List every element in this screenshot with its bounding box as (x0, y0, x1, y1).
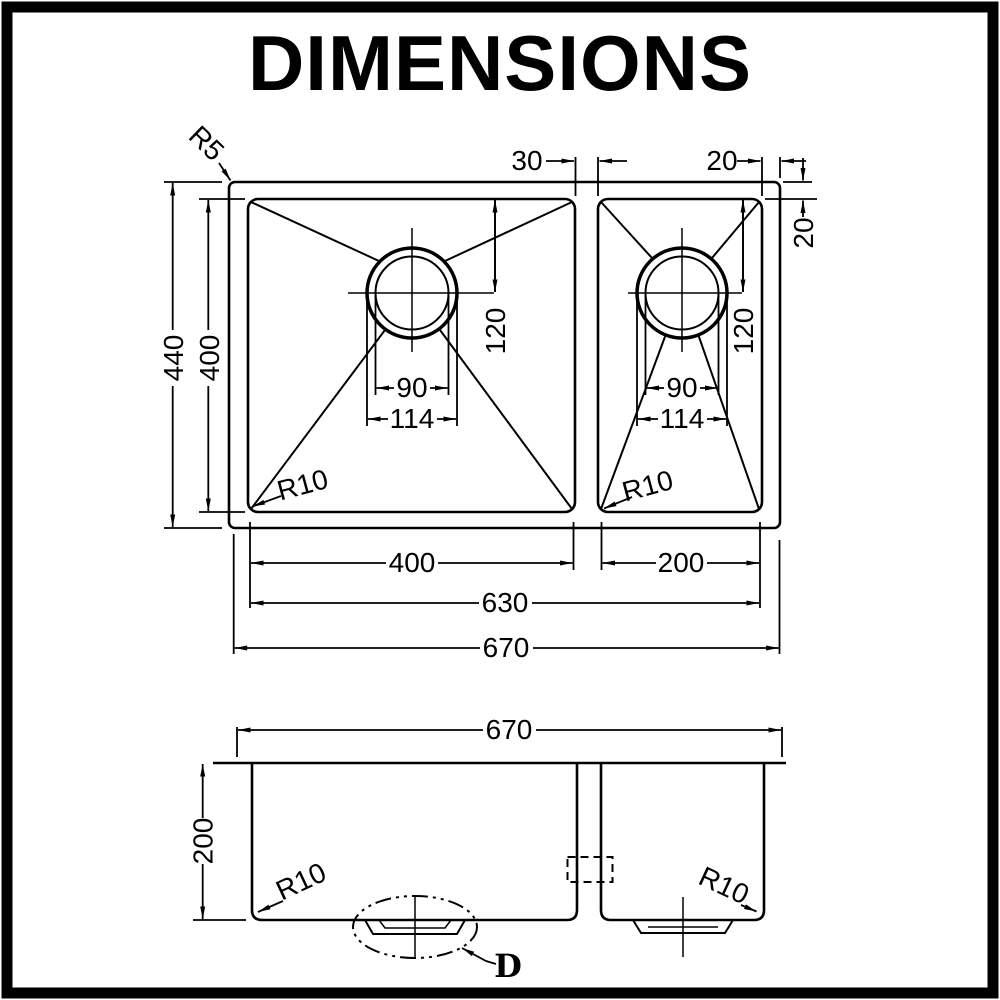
left-bowl-slope-lines (250, 201, 573, 510)
divider-hidden-detail (566, 856, 614, 883)
radius-label-r10-front-right: R10 (694, 860, 754, 910)
dim-right-drain-inner: 90 (644, 295, 720, 403)
detail-label-d: D (494, 947, 522, 985)
right-bowl (596, 197, 764, 514)
dim-overall-depth: 440 (158, 181, 222, 529)
slope-line (444, 201, 573, 262)
sink-outer-rim (227, 180, 782, 530)
right-bowl-slope-lines (600, 201, 760, 510)
radius-callout-r10-front-left: R10 (257, 856, 331, 913)
leader-line (740, 904, 757, 913)
detail-boundary-ellipse (352, 895, 478, 959)
detail-callout-d: D (461, 947, 522, 985)
dim-label-400-depth: 400 (194, 335, 225, 382)
front-view: 670 200 R10 R10 D (188, 714, 786, 985)
dim-label-114-right: 114 (660, 403, 705, 434)
radius-label-r10-right: R10 (619, 464, 677, 507)
dim-front-depth: 200 (188, 764, 246, 921)
leader-line (252, 495, 282, 508)
front-right-drain (632, 897, 734, 957)
dim-right-rim: 20 (706, 145, 806, 196)
slope-line (600, 201, 653, 259)
right-drain (628, 228, 742, 352)
dim-label-120-left: 120 (480, 308, 511, 355)
leader-line (461, 947, 497, 965)
dim-left-drain-outer: 114 (366, 295, 458, 434)
dim-label-90-right: 90 (666, 372, 697, 403)
slope-line (250, 201, 380, 262)
top-view: 440 400 30 20 (158, 120, 819, 663)
slope-line (697, 333, 760, 510)
dim-label-120-right: 120 (728, 308, 759, 355)
left-drain (348, 228, 494, 352)
dim-label-20-top: 20 (706, 145, 737, 176)
dim-label-200-depth: 200 (188, 818, 219, 865)
dim-bowl-depth: 400 (194, 198, 245, 513)
dim-label-400-width: 400 (389, 547, 436, 578)
leader-line (218, 162, 232, 181)
dim-label-20-right: 20 (788, 217, 819, 248)
left-bowl (246, 197, 577, 514)
dim-label-440: 440 (158, 335, 189, 382)
radius-callout-r10-left-bowl: R10 (252, 463, 332, 508)
slope-line (600, 333, 667, 510)
dim-label-114-left: 114 (390, 403, 435, 434)
radius-callout-r5: R5 (183, 120, 232, 181)
leader-line (257, 900, 284, 913)
radius-label-r10-front-left: R10 (271, 856, 331, 906)
radius-label-r5: R5 (183, 120, 230, 167)
page-title: DIMENSIONS (248, 19, 752, 107)
dim-label-200-width: 200 (658, 547, 705, 578)
dim-front-overall-width: 670 (236, 714, 783, 757)
dim-label-90-left: 90 (396, 372, 427, 403)
radius-callout-r10-front-right: R10 (694, 860, 757, 913)
leader-line (603, 496, 633, 510)
dim-top-rim: 20 (765, 158, 819, 249)
dim-right-drain-offset: 120 (728, 200, 759, 354)
radius-label-r10-left: R10 (274, 463, 332, 506)
dim-divider-width: 30 (511, 145, 627, 196)
slope-line (439, 329, 573, 510)
dim-left-drain-offset: 120 (480, 200, 511, 354)
dim-label-30: 30 (511, 145, 542, 176)
dim-label-670-front-view: 670 (486, 714, 533, 745)
front-left-drain (352, 895, 478, 959)
dim-label-670-top-view: 670 (483, 632, 530, 663)
slope-line (250, 329, 386, 510)
dim-left-drain-inner: 90 (374, 295, 450, 403)
dim-label-630: 630 (482, 587, 529, 618)
slope-line (711, 201, 760, 259)
dim-bottom-widths: 400 200 630 670 (232, 522, 781, 663)
dim-right-drain-outer: 114 (636, 295, 728, 434)
